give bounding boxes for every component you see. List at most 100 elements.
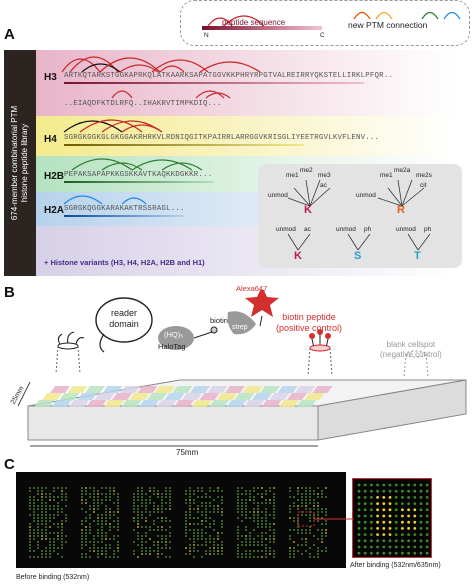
array-spot: [41, 517, 43, 519]
zoom-spot: [376, 508, 379, 511]
array-spot: [141, 502, 143, 504]
array-spot: [61, 487, 63, 489]
array-spot: [213, 490, 215, 492]
array-spot: [197, 538, 199, 540]
array-spot: [137, 511, 139, 513]
array-spot: [65, 541, 67, 543]
zoom-spot: [401, 546, 404, 549]
array-spot: [89, 547, 91, 549]
array-spot: [249, 532, 251, 534]
array-spot: [157, 511, 159, 513]
strep-label: strep: [232, 324, 248, 331]
array-spot: [293, 541, 295, 543]
array-spot: [209, 535, 211, 537]
array-spot: [209, 547, 211, 549]
array-spot: [265, 538, 267, 540]
zoom-spot: [420, 496, 423, 499]
array-spot: [145, 535, 147, 537]
array-spot: [169, 526, 171, 528]
array-spot: [53, 505, 55, 507]
array-spot: [193, 517, 195, 519]
array-spot: [93, 544, 95, 546]
array-spot: [41, 553, 43, 555]
array-spot: [85, 544, 87, 546]
zoom-spot: [364, 521, 367, 524]
array-spot: [253, 487, 255, 489]
array-spot: [93, 508, 95, 510]
r-me2a: me2a: [394, 167, 410, 174]
array-spot: [245, 514, 247, 516]
array-spot: [273, 538, 275, 540]
array-spot: [153, 508, 155, 510]
zoom-spot: [370, 521, 373, 524]
array-spot: [93, 538, 95, 540]
zoom-spot: [370, 515, 373, 518]
array-spot: [241, 499, 243, 501]
array-spot: [145, 550, 147, 552]
array-spot: [45, 505, 47, 507]
array-spot: [189, 490, 191, 492]
array-spot: [157, 517, 159, 519]
array-spot: [33, 517, 35, 519]
array-spot: [209, 496, 211, 498]
array-spot: [37, 535, 39, 537]
array-spot: [309, 556, 311, 558]
array-spot: [49, 499, 51, 501]
zoom-spot: [413, 515, 416, 518]
array-spot: [101, 529, 103, 531]
array-spot: [185, 490, 187, 492]
array-spot: [53, 541, 55, 543]
array-spot: [269, 535, 271, 537]
array-spot: [269, 514, 271, 516]
array-spot: [61, 493, 63, 495]
array-spot: [273, 487, 275, 489]
array-spot: [29, 514, 31, 516]
array-spot: [261, 517, 263, 519]
array-spot: [149, 526, 151, 528]
array-spot: [169, 547, 171, 549]
array-spot: [109, 544, 111, 546]
array-spot: [41, 502, 43, 504]
array-spot: [161, 505, 163, 507]
array-spot: [137, 544, 139, 546]
array-spot: [201, 490, 203, 492]
array-spot: [157, 496, 159, 498]
alexa-label: Alexa647: [236, 284, 267, 293]
array-spot: [197, 544, 199, 546]
zoom-spot: [382, 490, 385, 493]
array-spot: [197, 496, 199, 498]
array-spot: [137, 538, 139, 540]
array-spot: [241, 502, 243, 504]
zoom-spot: [420, 527, 423, 530]
array-spot: [205, 520, 207, 522]
zoom-spot: [426, 527, 429, 530]
array-spot: [205, 544, 207, 546]
array-spot: [29, 487, 31, 489]
array-spot: [293, 556, 295, 558]
array-spot: [253, 502, 255, 504]
array-spot: [217, 547, 219, 549]
panel-c-label: C: [4, 456, 15, 473]
array-spot: [105, 544, 107, 546]
array-spot: [221, 532, 223, 534]
array-spot: [89, 508, 91, 510]
zoom-image: [352, 478, 432, 558]
array-spot: [29, 556, 31, 558]
r-me2s: me2s: [416, 172, 432, 179]
array-spot: [325, 532, 327, 534]
array-spot: [257, 541, 259, 543]
array-spot: [169, 541, 171, 543]
zoom-spot: [407, 552, 410, 555]
array-spot: [157, 541, 159, 543]
biotin-label: biotin: [210, 316, 228, 325]
array-spot: [317, 550, 319, 552]
array-spot: [253, 517, 255, 519]
zoom-spot: [420, 539, 423, 542]
array-spot: [81, 520, 83, 522]
array-spot: [153, 502, 155, 504]
array-spot: [113, 550, 115, 552]
array-spot: [237, 544, 239, 546]
array-spot: [293, 553, 295, 555]
array-spot: [213, 520, 215, 522]
array-spot: [61, 490, 63, 492]
